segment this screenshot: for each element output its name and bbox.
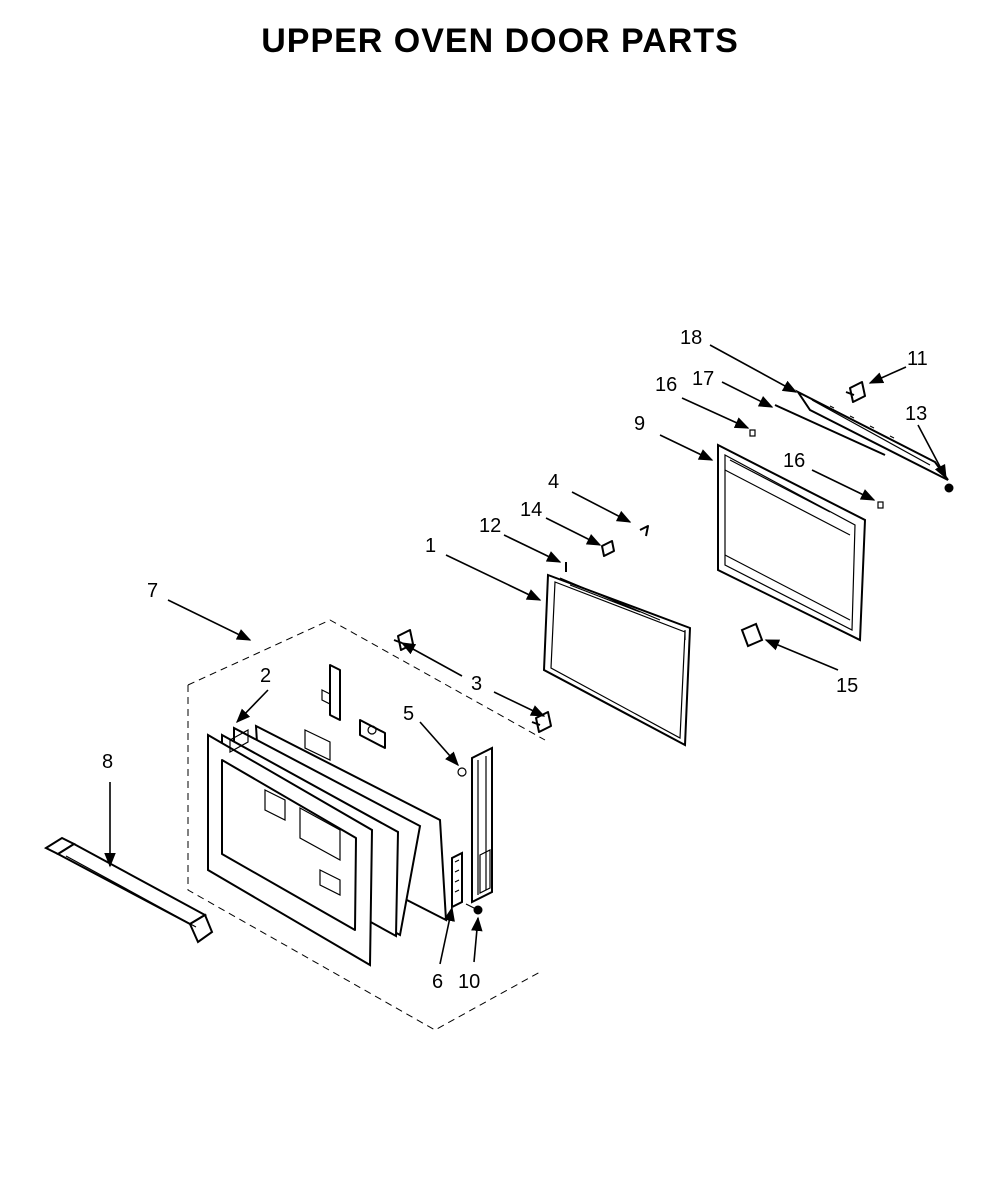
callout-11: 11 <box>907 348 928 370</box>
door-vent-trim <box>795 389 949 481</box>
door-rod <box>774 404 886 456</box>
outer-door-panel <box>207 724 448 967</box>
callout-15: 15 <box>836 675 858 697</box>
callout-12: 12 <box>479 515 501 537</box>
callout-4: 4 <box>548 471 559 493</box>
side-channel <box>457 746 493 904</box>
callout-14: 14 <box>520 499 542 521</box>
diagram-title: UPPER OVEN DOOR PARTS <box>261 22 739 60</box>
callout-13: 13 <box>905 403 927 425</box>
small-clip <box>639 525 649 537</box>
callout-17: 17 <box>692 368 714 390</box>
callout-16b: 16 <box>783 450 805 472</box>
callout-7: 7 <box>147 580 158 602</box>
spacer <box>749 429 884 509</box>
glass-bracket <box>601 540 615 557</box>
door-handle <box>43 836 214 944</box>
callout-5: 5 <box>403 703 414 725</box>
callout-8: 8 <box>102 751 113 773</box>
callout-labels: 1 2 3 4 5 6 7 8 9 10 11 12 13 14 15 16 1… <box>102 327 928 993</box>
callout-18: 18 <box>680 327 702 349</box>
leader-lines <box>104 344 947 965</box>
callout-1: 1 <box>425 535 436 557</box>
callout-9: 9 <box>634 413 645 435</box>
callout-3: 3 <box>471 673 482 695</box>
hinge-receptacle <box>740 622 764 648</box>
hinge-bracket <box>321 664 386 749</box>
door-latch <box>451 851 463 909</box>
door-assembly-outline <box>187 619 546 1031</box>
end-screw <box>944 483 954 493</box>
inner-door-glass <box>542 573 692 747</box>
callout-10: 10 <box>458 971 480 993</box>
latch-screw <box>465 903 483 915</box>
trim-screw <box>845 381 866 403</box>
door-window-pack <box>717 443 867 642</box>
callout-16a: 16 <box>655 374 677 396</box>
callout-2: 2 <box>260 665 271 687</box>
callout-6: 6 <box>432 971 443 993</box>
